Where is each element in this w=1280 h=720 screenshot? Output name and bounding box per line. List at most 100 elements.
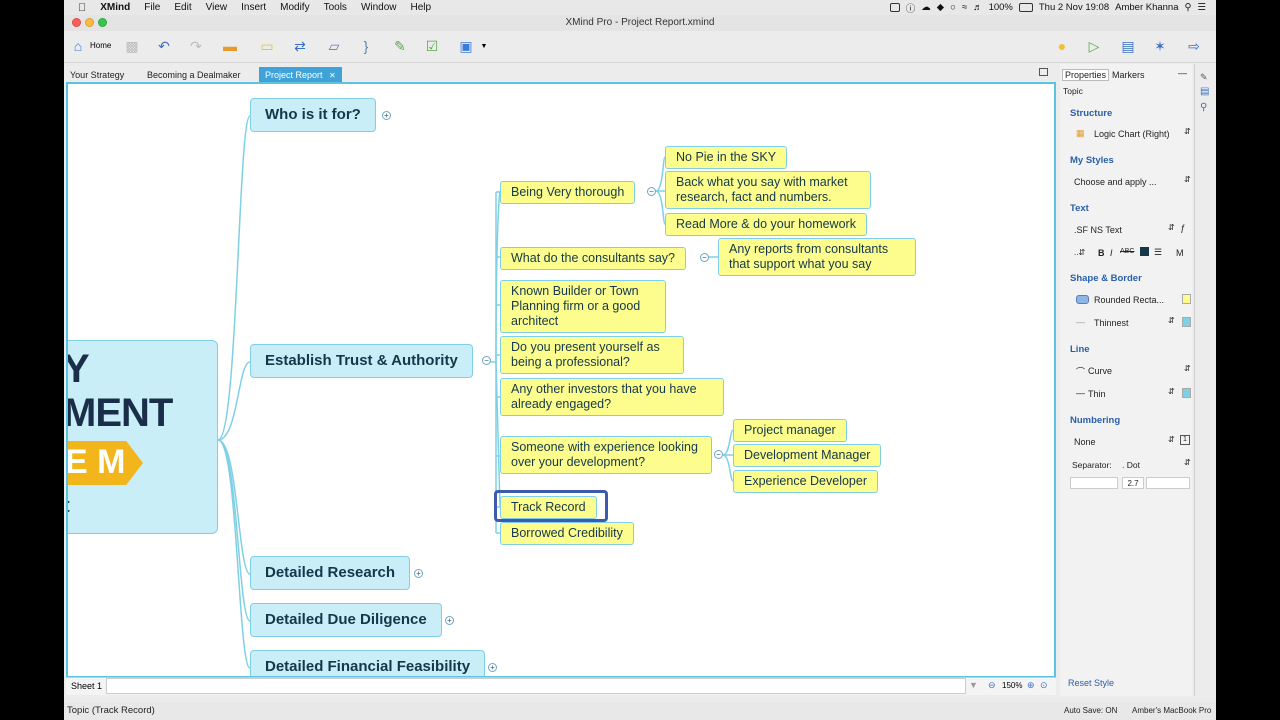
summary-icon[interactable]: } <box>363 38 369 54</box>
close-window-button[interactable] <box>72 18 81 27</box>
stepper-icon[interactable]: ⇵ <box>1168 387 1175 396</box>
menu-file[interactable]: File <box>136 2 160 13</box>
screen-icon[interactable] <box>889 3 900 12</box>
subtopic-consultants[interactable]: What do the consultants say? <box>500 247 686 270</box>
stepper-icon[interactable]: ⇵ <box>1168 435 1175 444</box>
redo-icon[interactable]: ↷ <box>190 37 202 54</box>
stepper-icon[interactable]: ⇵ <box>1184 127 1191 136</box>
tab-project-report[interactable]: Project Report ✕ <box>259 67 342 83</box>
subtopic-other-investors[interactable]: Any other investors that you have alread… <box>500 378 724 416</box>
callout-icon[interactable]: ▭ <box>260 37 274 54</box>
tab-markers[interactable]: Markers <box>1112 70 1145 80</box>
expand-icon[interactable]: + <box>414 569 423 578</box>
wifi-icon[interactable]: ≈ <box>961 2 968 13</box>
shield-icon[interactable]: ◆ <box>936 2 945 13</box>
menu-edit[interactable]: Edit <box>166 2 191 13</box>
leaf-no-pie-in-the-sky[interactable]: No Pie in the SKY <box>665 146 788 169</box>
line-style-select[interactable]: Curve <box>1088 366 1113 376</box>
subtopic-professional[interactable]: Do you present yourself as being a profe… <box>500 336 684 374</box>
topic-who-is-it-for[interactable]: Who is it for? <box>250 98 376 132</box>
chevron-down-icon[interactable]: ▼ <box>480 42 488 50</box>
markers-icon[interactable]: ▤ <box>1200 86 1210 97</box>
stepper-icon[interactable]: ⇵ <box>1184 364 1191 373</box>
font-size-icon[interactable]: ..⇵ <box>1074 248 1086 257</box>
search-icon[interactable]: ⚲ <box>1184 2 1192 13</box>
stepper-icon[interactable]: ⇵ <box>1184 175 1191 184</box>
subtopic-being-very-thorough[interactable]: Being Very thorough <box>500 181 636 204</box>
border-select[interactable]: Thinnest <box>1094 318 1129 328</box>
idea-icon[interactable]: ● <box>1057 38 1067 54</box>
topic-detailed-research[interactable]: Detailed Research <box>250 556 411 590</box>
styles-select[interactable]: Choose and apply ... <box>1074 177 1157 187</box>
undo-icon[interactable]: ↶ <box>158 37 170 54</box>
text-color-swatch[interactable] <box>1140 247 1149 256</box>
expand-icon[interactable]: + <box>488 663 497 672</box>
menu-view[interactable]: View <box>197 2 228 13</box>
border-color-swatch[interactable] <box>1182 317 1191 327</box>
leaf-development-manager[interactable]: Development Manager <box>733 444 882 467</box>
tab-properties[interactable]: Properties <box>1062 69 1110 81</box>
structure-select[interactable]: Logic Chart (Right) <box>1094 129 1170 139</box>
strikethrough-icon[interactable]: ABC <box>1120 248 1135 255</box>
zoom-window-button[interactable] <box>98 18 107 27</box>
reset-style-link[interactable]: Reset Style <box>1068 678 1115 688</box>
central-topic[interactable]: Y MENT E M t <box>68 340 218 534</box>
depth-field[interactable]: 2.7 <box>1122 477 1144 489</box>
collapse-icon[interactable]: − <box>647 187 656 196</box>
prefix-field[interactable] <box>1070 477 1118 489</box>
share-icon[interactable]: ✶ <box>1154 37 1166 54</box>
user-name[interactable]: Amber Khanna <box>1115 2 1179 13</box>
line-color-swatch[interactable] <box>1182 388 1191 398</box>
topic-detailed-financial-feasibility[interactable]: Detailed Financial Feasibility <box>250 650 486 676</box>
align-icon[interactable]: ☰ <box>1154 247 1163 257</box>
menu-help[interactable]: Help <box>402 2 432 13</box>
cloud-icon[interactable]: ☁ <box>921 2 931 13</box>
fit-icon[interactable]: ⊙ <box>1040 680 1048 690</box>
menu-modify[interactable]: Modify <box>271 2 309 13</box>
menu-window[interactable]: Window <box>352 2 397 13</box>
numbering-option-icon[interactable]: 1 <box>1180 435 1190 445</box>
numbering-select[interactable]: None <box>1074 437 1096 447</box>
tab-your-strategy[interactable]: Your Strategy <box>70 70 125 80</box>
font-style-icon[interactable]: ƒ <box>1180 223 1186 233</box>
export-icon[interactable]: ⇨ <box>1188 37 1200 54</box>
home-label[interactable]: Home <box>90 41 112 50</box>
stepper-icon[interactable]: ⇵ <box>1168 316 1175 325</box>
suffix-field[interactable] <box>1146 477 1190 489</box>
image-icon[interactable]: ▣ <box>459 37 473 54</box>
minimize-window-button[interactable] <box>85 18 94 27</box>
zoom-level[interactable]: 150% <box>1002 681 1023 690</box>
subtopic-known-builder[interactable]: Known Builder or Town Planning firm or a… <box>500 280 666 333</box>
zoom-out-icon[interactable]: ⊖ <box>988 680 996 690</box>
leaf-read-more[interactable]: Read More & do your homework <box>665 213 867 236</box>
search-icon[interactable]: ⚲ <box>1200 102 1208 113</box>
collapse-icon[interactable]: − <box>714 450 723 459</box>
subtopic-track-record[interactable]: Track Record <box>500 496 597 519</box>
leaf-project-manager[interactable]: Project manager <box>733 419 847 442</box>
expand-icon[interactable]: + <box>445 616 454 625</box>
datetime[interactable]: Thu 2 Nov 19:08 <box>1038 2 1110 13</box>
separator-select[interactable]: . Dot <box>1122 460 1140 470</box>
topic-icon[interactable]: ▬ <box>223 38 237 54</box>
menu-app[interactable]: XMind <box>92 2 130 13</box>
font-select[interactable]: .SF NS Text <box>1074 225 1122 235</box>
fill-color-swatch[interactable] <box>1182 294 1191 304</box>
info-icon[interactable]: ⓘ <box>905 3 916 15</box>
zoom-in-icon[interactable]: ⊕ <box>1027 680 1035 690</box>
stepper-icon[interactable]: ⇵ <box>1168 223 1175 232</box>
presentation-icon[interactable]: ▷ <box>1088 37 1100 54</box>
leaf-reports-from-consultants[interactable]: Any reports from consultants that suppor… <box>718 238 916 276</box>
boundary-icon[interactable]: ▱ <box>328 37 340 54</box>
sheet-tab[interactable]: Sheet 1 <box>71 681 103 691</box>
subtopic-borrowed-credibility[interactable]: Borrowed Credibility <box>500 522 634 545</box>
bell-icon[interactable]: ○ <box>950 2 956 13</box>
properties-icon[interactable]: ✎ <box>1200 72 1208 82</box>
bold-icon[interactable]: B <box>1098 248 1105 258</box>
menu-insert[interactable]: Insert <box>232 2 266 13</box>
leaf-experience-developer[interactable]: Experience Developer <box>733 470 878 493</box>
collapse-icon[interactable]: − <box>482 356 491 365</box>
topic-establish-trust[interactable]: Establish Trust & Authority <box>250 344 473 378</box>
outline-icon[interactable]: ▤ <box>1121 37 1135 54</box>
collapse-icon[interactable]: − <box>700 253 709 262</box>
close-tab-icon[interactable]: ✕ <box>329 71 336 80</box>
